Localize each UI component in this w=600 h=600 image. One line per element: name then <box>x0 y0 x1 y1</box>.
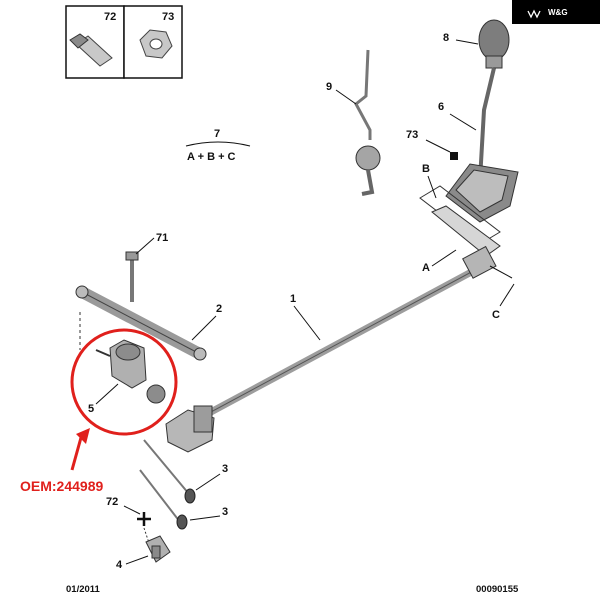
footer-date: 01/2011 <box>66 584 101 595</box>
callout-5: 5 <box>88 403 94 415</box>
callout-3-lower: 3 <box>222 506 228 518</box>
bushing-upper <box>184 488 196 504</box>
fastener-cross-icon <box>137 512 151 526</box>
callout-2: 2 <box>216 303 222 315</box>
highlight-circle <box>70 328 178 436</box>
callout-73: 73 <box>406 129 418 141</box>
assembly-formula: A + B + C <box>187 151 236 163</box>
assembly-number: 7 <box>214 128 220 140</box>
fastener-legend: 72 73 <box>65 5 183 79</box>
selector-cable <box>354 49 372 140</box>
callout-71: 71 <box>156 232 168 244</box>
shifter-housing <box>419 163 519 257</box>
callout-1: 1 <box>290 293 296 305</box>
bolt-icon <box>69 33 113 67</box>
brand-text: W&G <box>548 8 568 17</box>
selector-ball <box>355 145 381 171</box>
gear-lever <box>478 67 496 181</box>
oem-label: OEM:244989 <box>20 478 103 494</box>
callout-6: 6 <box>438 101 444 113</box>
callout-4: 4 <box>116 559 123 571</box>
brand-logo: W&G <box>512 0 600 24</box>
rod-bracket <box>165 405 215 453</box>
linkage-rod <box>143 439 195 501</box>
bracket-part-5 <box>95 339 166 404</box>
highlight-arrow <box>70 428 90 471</box>
pivot-part-4 <box>145 535 171 563</box>
nut-icon <box>139 29 173 59</box>
legend-bolt-number: 72 <box>104 11 116 23</box>
callout-C: C <box>492 309 500 321</box>
callout-72: 72 <box>106 496 118 508</box>
callout-B: B <box>422 163 430 175</box>
gear-knob <box>478 19 510 69</box>
legend-nut-number: 73 <box>162 11 174 23</box>
callout-3-upper: 3 <box>222 463 228 475</box>
callout-8: 8 <box>443 32 449 44</box>
callout-A: A <box>422 262 430 274</box>
callout-9: 9 <box>326 81 332 93</box>
bushing-lower <box>176 514 188 530</box>
footer-code: 00090155 <box>476 584 519 595</box>
